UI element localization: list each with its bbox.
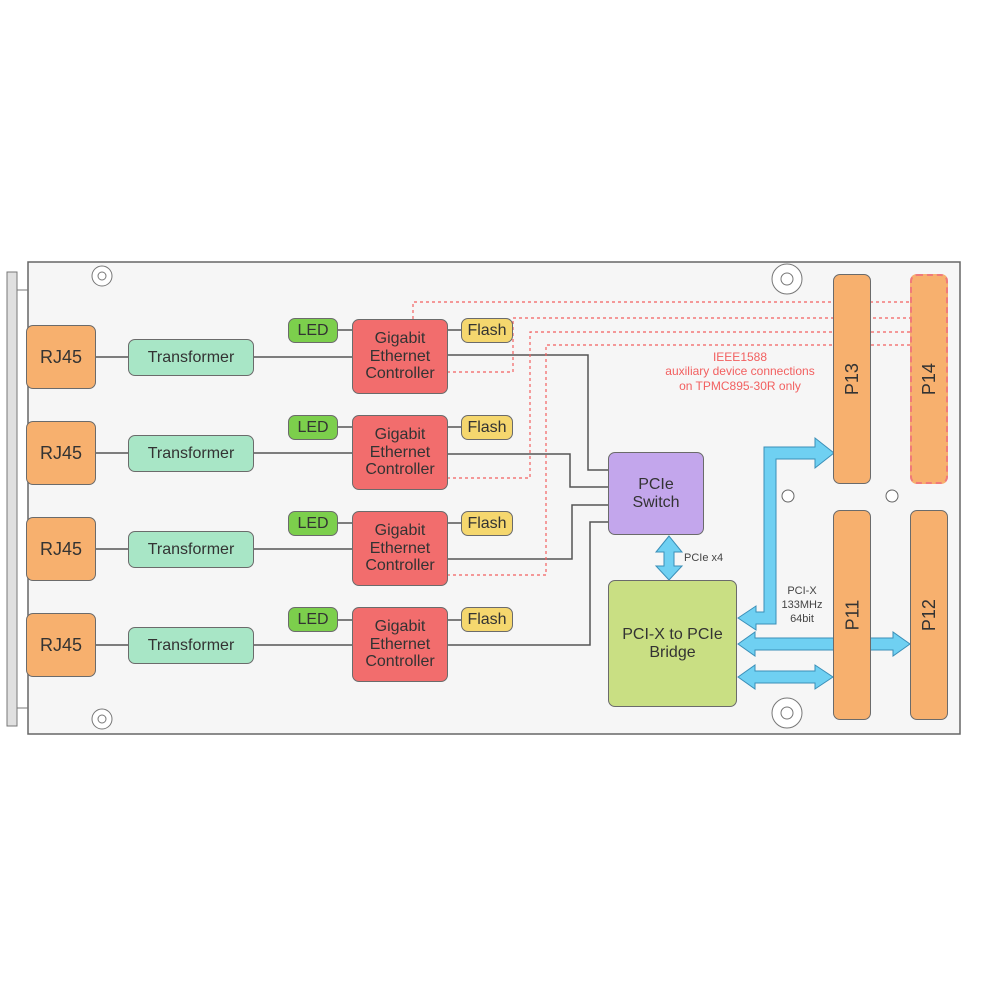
mounting-hole (771, 263, 803, 295)
rj45-connector: RJ45 (26, 517, 96, 581)
transformer-block: Transformer (128, 435, 254, 472)
mounting-hole (91, 708, 113, 730)
gec-switch-link (447, 354, 608, 471)
connector-p12-label: P12 (918, 598, 939, 632)
gigabit-ethernet-controller: Gigabit Ethernet Controller (352, 415, 448, 490)
led-block: LED (288, 318, 338, 343)
mounting-hole (771, 697, 803, 729)
keying-hole (781, 489, 795, 503)
aux-dashed-link (412, 301, 910, 319)
connector-p11: P11 (833, 510, 871, 720)
rj45-connector: RJ45 (26, 325, 96, 389)
gec-switch-link (447, 504, 608, 560)
flash-block: Flash (461, 415, 513, 440)
connector-p14: P14 (910, 274, 948, 484)
front-panel (6, 271, 18, 727)
pcie-switch: PCIe Switch (608, 452, 704, 535)
led-block: LED (288, 607, 338, 632)
pcix-pcie-bridge: PCI-X to PCIe Bridge (608, 580, 737, 707)
rj45-connector: RJ45 (26, 421, 96, 485)
gigabit-ethernet-controller: Gigabit Ethernet Controller (352, 607, 448, 682)
rj45-connector: RJ45 (26, 613, 96, 677)
connector-p14-label: P14 (918, 362, 939, 396)
pcie-x4-label: PCIe x4 (684, 552, 724, 564)
flash-block: Flash (461, 511, 513, 536)
aux-dashed-link (447, 331, 910, 479)
connector-p11-label: P11 (841, 599, 862, 631)
gec-switch-link (447, 521, 608, 646)
transformer-block: Transformer (128, 339, 254, 376)
aux-dashed-link (447, 344, 910, 576)
connector-p13: P13 (833, 274, 871, 484)
pcix-bus-label: PCI-X 133MHz 64bit (781, 585, 823, 625)
gigabit-ethernet-controller: Gigabit Ethernet Controller (352, 319, 448, 394)
gec-switch-link (447, 453, 608, 488)
flash-block: Flash (461, 318, 513, 343)
led-block: LED (288, 511, 338, 536)
connector-p13-label: P13 (841, 362, 862, 396)
led-block: LED (288, 415, 338, 440)
flash-block: Flash (461, 607, 513, 632)
mounting-hole (91, 265, 113, 287)
keying-hole (885, 489, 899, 503)
connector-p12: P12 (910, 510, 948, 720)
ieee1588-note: IEEE1588 auxiliary device connections on… (665, 350, 815, 393)
aux-dashed-link (447, 317, 910, 373)
gigabit-ethernet-controller: Gigabit Ethernet Controller (352, 511, 448, 586)
transformer-block: Transformer (128, 627, 254, 664)
transformer-block: Transformer (128, 531, 254, 568)
